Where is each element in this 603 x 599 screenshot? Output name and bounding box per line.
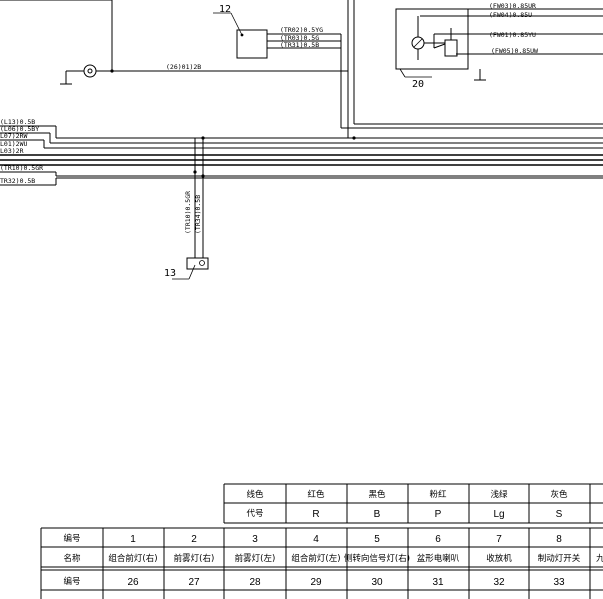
legend-name: 前雾灯(右) [174,553,215,564]
color-code: Lg [493,509,504,520]
wire-color-table: 线色 代号 红色 黑色 粉红 浅绿 灰色 R B P Lg S [223,483,603,524]
wire-label: L03)2R [0,147,24,155]
legend-num: 28 [249,577,261,588]
legend-name: 组合前灯(左) [291,553,340,564]
wire-label-vertical: (TR34)0.5B [194,195,202,234]
color-name: 粉红 [429,489,447,500]
wire-label: (TR02)0.5YG [280,26,323,34]
legend-name: 制动灯开关 [538,553,581,564]
legend-num: 29 [310,577,322,588]
legend-row-label-num: 编号 [63,533,80,544]
legend-num: 6 [435,534,441,545]
color-table-header-name: 线色 [246,489,264,500]
legend-name: 组合前灯(右) [108,553,157,564]
color-name: 黑色 [368,489,386,500]
wire-label: (FW01)0.85YU [489,31,536,39]
legend-row-label-num: 编号 [63,576,80,587]
color-code: P [435,509,442,520]
legend-num: 5 [374,534,380,545]
color-table-header-code: 代号 [246,508,263,519]
legend-name-overflow: 九 [596,554,603,564]
legend-num: 33 [553,577,565,588]
legend-num: 7 [496,534,502,545]
wire-label: (L06)0.5BY [0,125,39,133]
legend-num: 4 [313,534,319,545]
legend-name: 前雾灯(左) [235,553,276,564]
color-code: R [312,509,319,520]
legend-num: 3 [252,534,258,545]
component-20: (FW03)0.85UR (FW04)0.85U (FW01)0.85YU (F… [354,2,603,125]
legend-num: 32 [493,577,505,588]
legend-row-label-name: 名称 [63,553,81,564]
color-name: 浅绿 [490,489,508,500]
wire-label: L07)2RW [0,132,27,140]
component-number-20: 20 [412,79,424,90]
color-code: S [556,509,563,520]
legend-num: 2 [191,534,197,545]
component-number-13: 13 [164,268,176,279]
wire-label: (TR31)0.5B [280,41,319,49]
component-12: 12 (TR02)0.5YG (TR03)0.5G (TR31)0.5B [213,0,355,138]
wire-label-vertical: (TR10)0.5GR [184,191,192,234]
legend-num: 26 [127,577,139,588]
ground-terminal-group: (26)01)2B [0,0,348,85]
legend-num: 30 [371,577,383,588]
wire-label: (TR03)0.5G [280,34,319,42]
component-number-12: 12 [219,4,231,15]
legend-num: 1 [130,534,136,545]
legend-name: 盆形电喇叭 [417,553,460,564]
component-legend-table: 编号 名称 编号 1 2 3 4 5 6 7 8 组合前灯(右) 前雾灯(右) … [40,527,603,599]
wire-label: (L13)0.5B [0,118,35,126]
wire-label: (FW05)0.85UW [491,47,538,55]
wire-label: (TR10)0.5GR [0,164,43,172]
wire-label: L01)2WU [0,140,27,148]
component-13: (TR10)0.5GR (TR34)0.5B 13 [164,136,209,280]
legend-name: 收放机 [486,553,512,564]
wire-label: TR32)0.5B [0,177,35,185]
color-code: B [374,509,381,520]
wire-label: (FW03)0.85UR [489,2,536,10]
wire-label: (FW04)0.85U [489,11,532,19]
color-name: 红色 [307,489,325,500]
legend-num: 8 [556,534,562,545]
wire-label: (26)01)2B [166,63,201,71]
color-name: 灰色 [550,489,568,500]
legend-num: 27 [188,577,200,588]
legend-name: 侧转向信号灯(右) [344,553,410,564]
legend-num: 31 [432,577,444,588]
left-wire-bundle: (L13)0.5B (L06)0.5BY L07)2RW L01)2WU L03… [0,118,603,186]
